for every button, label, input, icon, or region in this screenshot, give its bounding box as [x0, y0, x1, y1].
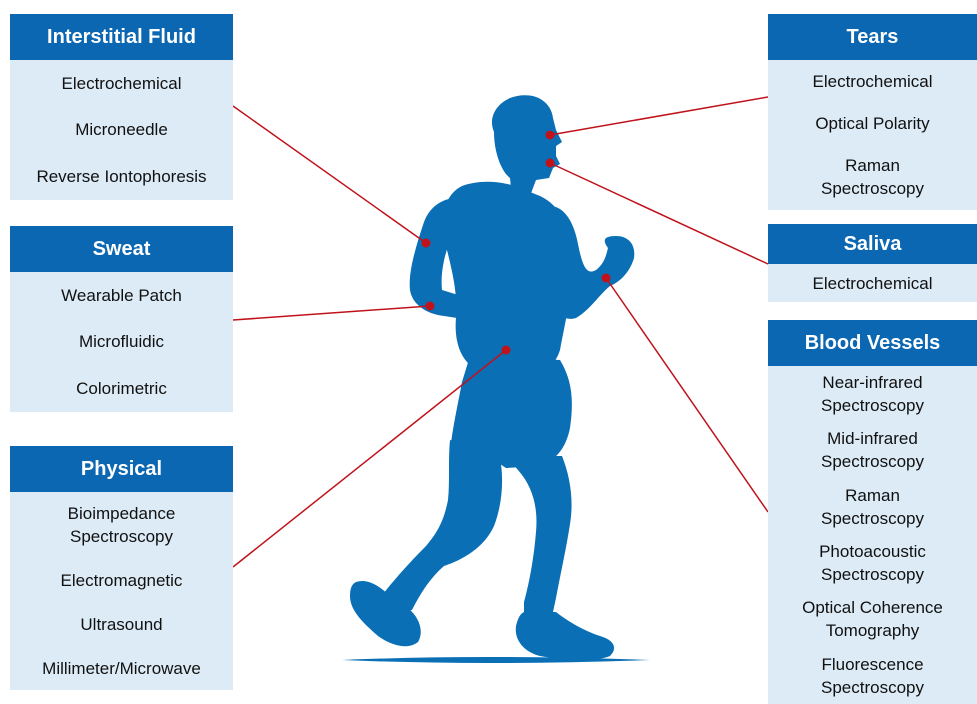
list-item: Reverse Iontophoresis: [36, 167, 207, 187]
list-item: Colorimetric: [76, 379, 167, 399]
connector-sweat: [232, 305, 431, 321]
list-item: Microneedle: [75, 120, 168, 140]
list-item: Millimeter/Microwave: [42, 658, 201, 678]
panel-title: Blood Vessels: [768, 320, 977, 366]
connector-tears: [549, 96, 769, 136]
panel-body: Electrochemical Microneedle Reverse Iont…: [10, 60, 233, 200]
list-item: Electrochemical: [812, 273, 933, 293]
connector-physical: [232, 349, 507, 568]
ground-shadow: [342, 657, 650, 663]
list-item: Raman Spectroscopy: [821, 156, 924, 199]
panel-saliva: Saliva Electrochemical: [768, 224, 977, 302]
list-item: Raman Spectroscopy: [821, 485, 924, 528]
panel-title: Sweat: [10, 226, 233, 272]
panel-body: Electrochemical Optical Polarity Raman S…: [768, 60, 977, 210]
dot-eye: [545, 130, 555, 140]
running-man-silhouette-icon: [350, 95, 635, 660]
panel-interstitial-fluid: Interstitial Fluid Electrochemical Micro…: [10, 14, 233, 200]
list-item: Optical Coherence Tomography: [802, 598, 943, 641]
panel-title: Physical: [10, 446, 233, 492]
dot-arm: [421, 238, 431, 248]
list-item: Photoacoustic Spectroscopy: [819, 542, 926, 585]
list-item: Fluorescence Spectroscopy: [821, 654, 924, 697]
list-item: Electrochemical: [61, 73, 182, 93]
panel-body: Bioimpedance Spectroscopy Electromagneti…: [10, 492, 233, 690]
panel-title: Saliva: [768, 224, 977, 264]
connector-saliva: [549, 162, 769, 265]
list-item: Near-infrared Spectroscopy: [821, 373, 924, 416]
list-item: Bioimpedance Spectroscopy: [67, 504, 176, 547]
panel-physical: Physical Bioimpedance Spectroscopy Elect…: [10, 446, 233, 690]
panel-tears: Tears Electrochemical Optical Polarity R…: [768, 14, 977, 210]
panel-title: Tears: [768, 14, 977, 60]
list-item: Mid-infrared Spectroscopy: [821, 429, 924, 472]
list-item: Electrochemical: [812, 71, 933, 91]
dot-mouth: [545, 158, 555, 168]
dot-wrist: [601, 273, 611, 283]
dot-torso: [501, 345, 511, 355]
list-item: Optical Polarity: [815, 113, 930, 133]
list-item: Ultrasound: [80, 614, 163, 634]
panel-body: Wearable Patch Microfluidic Colorimetric: [10, 272, 233, 412]
connector-blood: [605, 277, 769, 513]
connector-interstitial: [232, 105, 427, 244]
list-item: Electromagnetic: [60, 571, 183, 591]
panel-blood-vessels: Blood Vessels Near-infrared Spectroscopy…: [768, 320, 977, 704]
list-item: Microfluidic: [78, 332, 165, 352]
panel-sweat: Sweat Wearable Patch Microfluidic Colori…: [10, 226, 233, 412]
panel-title: Interstitial Fluid: [10, 14, 233, 60]
panel-body: Electrochemical: [768, 264, 977, 302]
panel-body: Near-infrared Spectroscopy Mid-infrared …: [768, 366, 977, 704]
dot-hand: [425, 301, 435, 311]
list-item: Wearable Patch: [61, 285, 182, 305]
